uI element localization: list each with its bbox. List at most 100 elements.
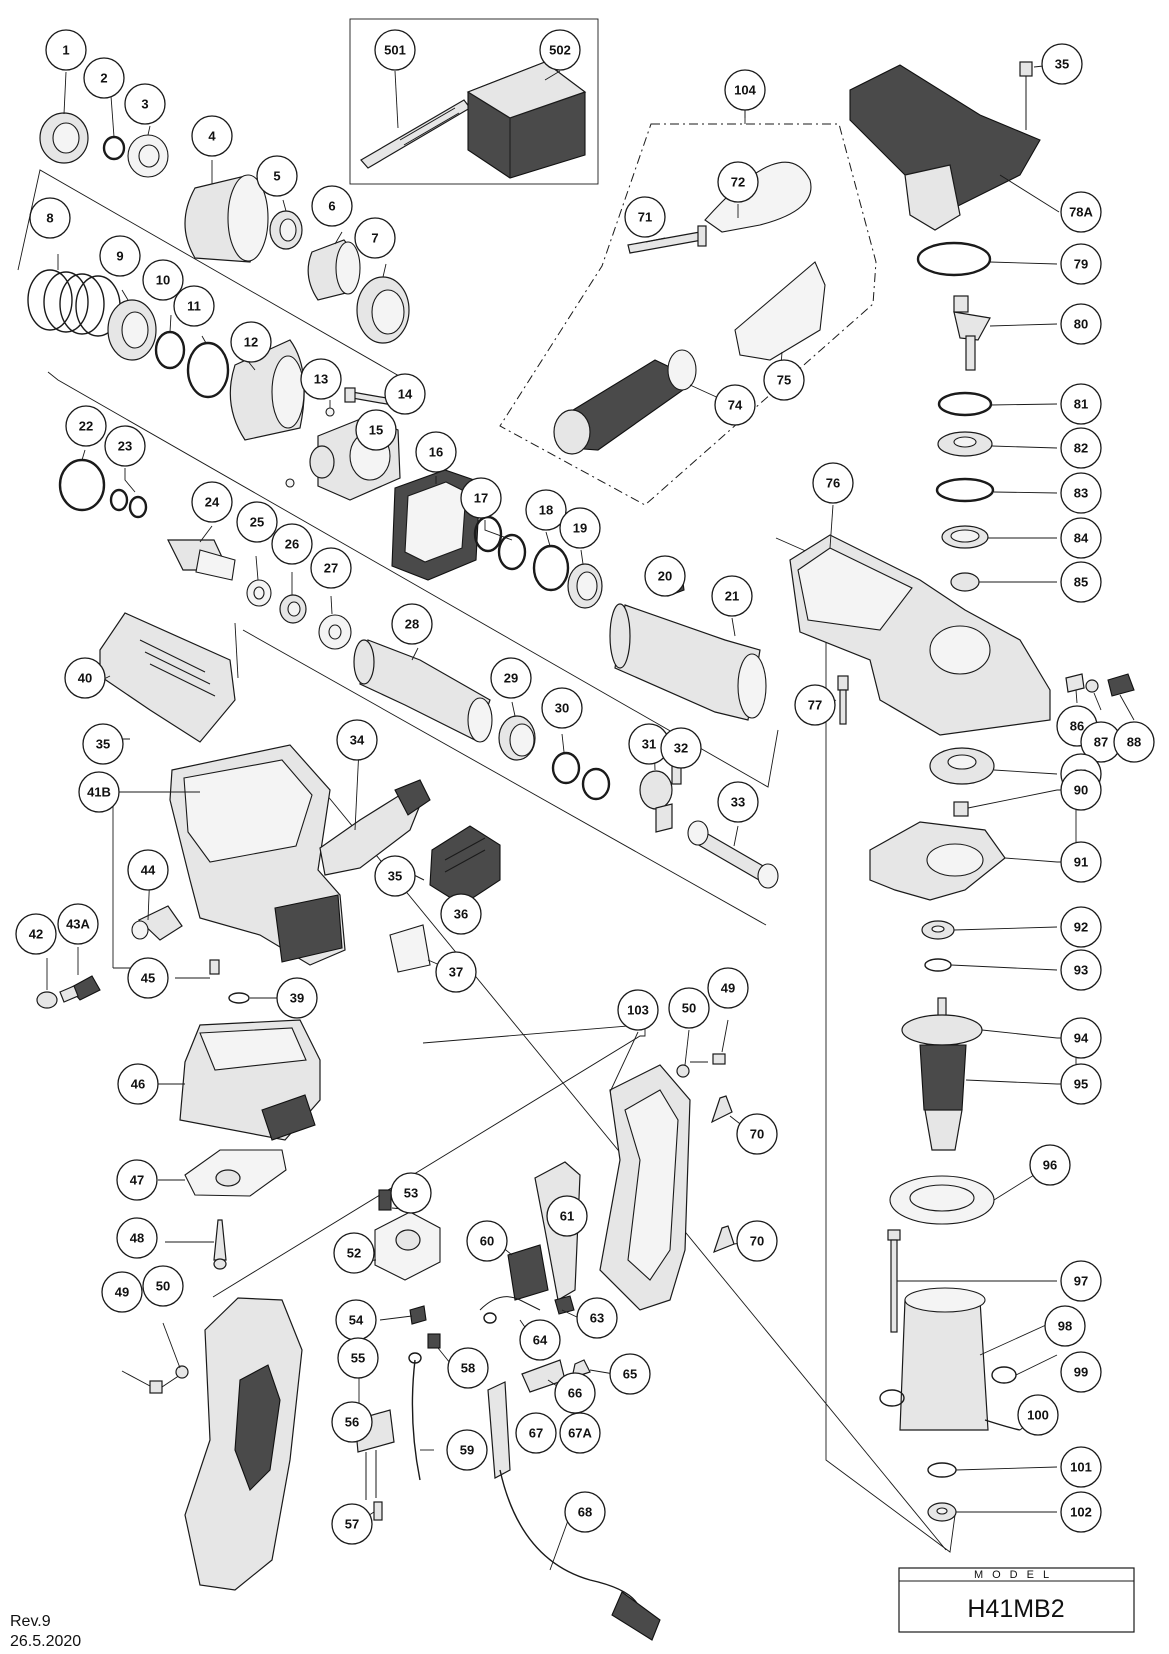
screw-48 bbox=[213, 1219, 227, 1270]
callout-43a: 43A bbox=[57, 903, 99, 945]
o-ring-30b bbox=[581, 767, 611, 801]
callout-40: 40 bbox=[64, 657, 106, 699]
callout-circle bbox=[104, 425, 146, 467]
callout-102: 102 bbox=[1060, 1491, 1102, 1533]
revision-date: 26.5.2020 bbox=[10, 1633, 81, 1650]
handle-cover-103 bbox=[599, 1064, 691, 1311]
callout-44: 44 bbox=[127, 849, 169, 891]
callout-number: 502 bbox=[549, 43, 571, 58]
callout-80: 80 bbox=[1060, 303, 1102, 345]
callout-number: 39 bbox=[290, 991, 304, 1006]
callout-501: 501 bbox=[374, 29, 416, 71]
terminal-57 bbox=[373, 1501, 383, 1521]
callout-4: 4 bbox=[191, 115, 233, 157]
callout-27: 27 bbox=[310, 547, 352, 589]
callout-68: 68 bbox=[564, 1491, 606, 1533]
callout-number: 21 bbox=[725, 589, 739, 604]
screw-49-top bbox=[690, 1053, 726, 1065]
callout-circle bbox=[173, 285, 215, 327]
callout-number: 79 bbox=[1074, 257, 1088, 272]
callout-94: 94 bbox=[1060, 1017, 1102, 1059]
callout-6: 6 bbox=[311, 185, 353, 227]
callout-number: 11 bbox=[187, 299, 201, 314]
cord-68 bbox=[499, 1469, 661, 1641]
callout-number: 72 bbox=[731, 175, 745, 190]
callout-number: 18 bbox=[539, 503, 553, 518]
callout-36: 36 bbox=[440, 893, 482, 935]
callout-circle bbox=[374, 29, 416, 71]
callout-99: 99 bbox=[1060, 1351, 1102, 1393]
callout-circle bbox=[65, 405, 107, 447]
callout-37: 37 bbox=[435, 951, 477, 993]
callout-number: 53 bbox=[404, 1186, 418, 1201]
callout-number: 86 bbox=[1070, 719, 1084, 734]
plate-37 bbox=[389, 924, 431, 973]
ring-83 bbox=[935, 477, 995, 503]
callout-number: 1 bbox=[62, 43, 69, 58]
callout-circle bbox=[142, 259, 184, 301]
side-handle-74 bbox=[553, 349, 697, 455]
bearing-92 bbox=[921, 920, 955, 940]
callout-23: 23 bbox=[104, 425, 146, 467]
retainer-12 bbox=[229, 339, 305, 441]
callout-84: 84 bbox=[1060, 517, 1102, 559]
callout-70-b: 70 bbox=[736, 1220, 778, 1262]
callout-circle bbox=[1060, 949, 1102, 991]
callout-circle bbox=[736, 1220, 778, 1262]
callout-100: 100 bbox=[1017, 1394, 1059, 1436]
callout-circle bbox=[724, 69, 766, 111]
callout-5: 5 bbox=[256, 155, 298, 197]
crank-shaft-80 bbox=[953, 295, 991, 371]
callout-circle bbox=[617, 989, 659, 1031]
callout-67a: 67A bbox=[559, 1412, 601, 1454]
callout-number: 83 bbox=[1074, 486, 1088, 501]
callout-24: 24 bbox=[191, 481, 233, 523]
callout-number: 4 bbox=[208, 129, 216, 144]
switch-holder-52 bbox=[374, 1211, 441, 1281]
callout-circle bbox=[127, 957, 169, 999]
callout-circle bbox=[447, 1347, 489, 1389]
callout-circle bbox=[311, 185, 353, 227]
callout-number: 10 bbox=[156, 273, 170, 288]
callout-number: 88 bbox=[1127, 735, 1141, 750]
o-ring-17b bbox=[497, 533, 527, 571]
callout-47: 47 bbox=[116, 1159, 158, 1201]
callout-number: 49 bbox=[115, 1285, 129, 1300]
lead-wire-59 bbox=[408, 1352, 422, 1481]
needle-bearing-90 bbox=[953, 801, 969, 817]
callout-circle bbox=[99, 235, 141, 277]
callout-number: 64 bbox=[533, 1333, 548, 1348]
callout-number: 45 bbox=[141, 971, 155, 986]
callout-circle bbox=[276, 977, 318, 1019]
callout-circle bbox=[354, 217, 396, 259]
callout-number: 13 bbox=[314, 372, 328, 387]
callout-circle bbox=[1029, 1144, 1071, 1186]
damper-16 bbox=[391, 469, 481, 581]
callout-number: 104 bbox=[734, 83, 756, 98]
callout-circle bbox=[117, 1063, 159, 1105]
grip-body-75 bbox=[734, 261, 826, 361]
callout-number: 100 bbox=[1027, 1408, 1049, 1423]
screw-70-a bbox=[710, 1095, 733, 1124]
callout-circle bbox=[57, 903, 99, 945]
callout-83: 83 bbox=[1060, 472, 1102, 514]
callout-12: 12 bbox=[230, 321, 272, 363]
bearing-housing-46 bbox=[179, 1019, 321, 1141]
callout-number: 20 bbox=[658, 569, 672, 584]
bearing-102 bbox=[927, 1502, 957, 1522]
callout-number: 33 bbox=[731, 795, 745, 810]
bolt-86 bbox=[1065, 673, 1085, 693]
callout-number: 28 bbox=[405, 617, 419, 632]
callout-number: 14 bbox=[398, 387, 413, 402]
washer-27 bbox=[318, 614, 352, 650]
callout-number: 75 bbox=[777, 373, 791, 388]
o-ring-22 bbox=[58, 458, 106, 512]
striker-24 bbox=[167, 539, 236, 581]
callout-number: 48 bbox=[130, 1231, 144, 1246]
callout-circle bbox=[660, 727, 702, 769]
callout-number: 31 bbox=[642, 737, 656, 752]
callout-60: 60 bbox=[466, 1220, 508, 1262]
callout-number: 9 bbox=[116, 249, 123, 264]
callout-number: 25 bbox=[250, 515, 264, 530]
o-ring-23b bbox=[128, 495, 148, 519]
